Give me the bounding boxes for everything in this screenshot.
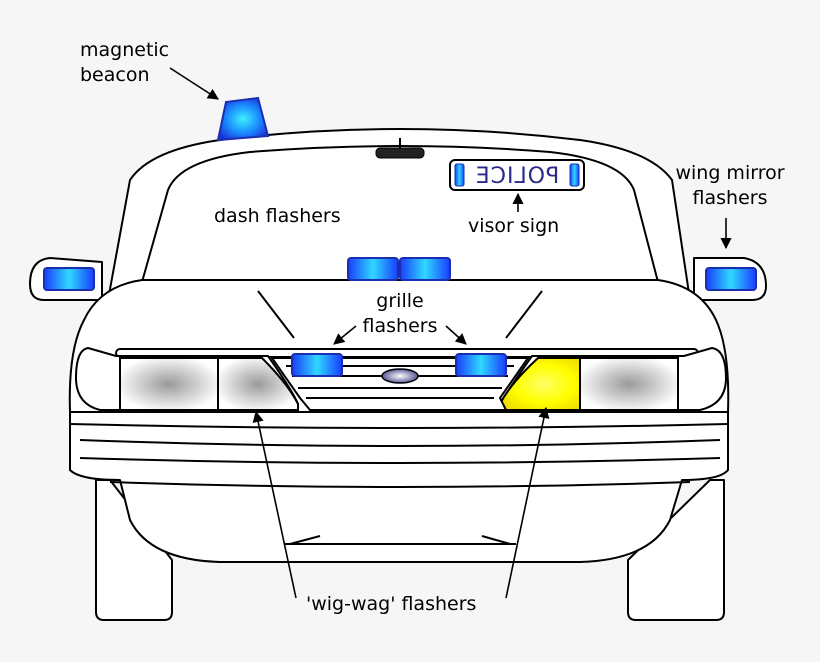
arrow-grille-left: [333, 325, 357, 345]
visor-sign-label: visor sign: [468, 215, 560, 237]
wing-mirror-label-line1: wing mirror: [675, 162, 785, 184]
grille-label-line2: flashers: [362, 315, 438, 337]
visor-sign: POLICE: [449, 159, 585, 191]
magnetic-beacon-label-line1: magnetic: [80, 39, 170, 61]
left-wheel: [95, 479, 173, 621]
rear-view-mirror: [375, 147, 425, 159]
wig-wag-flashers-label: 'wig-wag' flashers: [306, 593, 477, 615]
magnetic-beacon-label-line2: beacon: [80, 64, 150, 86]
wing-mirror-label-line2: flashers: [692, 187, 768, 209]
magnetic-beacon-label: magnetic beacon: [80, 38, 169, 88]
grille-flashers-label: grille flashers: [340, 289, 460, 339]
arrow-wigwag-left: [252, 410, 297, 599]
magnetic-beacon: [216, 96, 270, 142]
right-outer-headlight: [579, 357, 679, 411]
visor-sign-text: POLICE: [475, 164, 560, 189]
right-mirror-flasher: [705, 267, 757, 291]
right-wheel: [627, 479, 725, 621]
left-grille-flasher: [291, 353, 343, 377]
grille-badge: [381, 368, 419, 384]
dash-flashers-label: dash flashers: [214, 205, 341, 227]
arrow-wigwag-right: [505, 406, 550, 599]
dash-flasher-right: [399, 257, 451, 281]
right-grille-flasher: [455, 353, 507, 377]
arrow-grille-right: [445, 325, 467, 345]
left-outer-headlight: [119, 357, 219, 411]
arrow-magnetic-beacon: [169, 67, 219, 100]
left-wigwag-lamp: [217, 357, 299, 411]
wing-mirror-flashers-label: wing mirror flashers: [664, 161, 796, 211]
grille-label-line1: grille: [376, 290, 424, 312]
dash-flasher-left: [347, 257, 399, 281]
left-mirror-flasher: [43, 267, 95, 291]
